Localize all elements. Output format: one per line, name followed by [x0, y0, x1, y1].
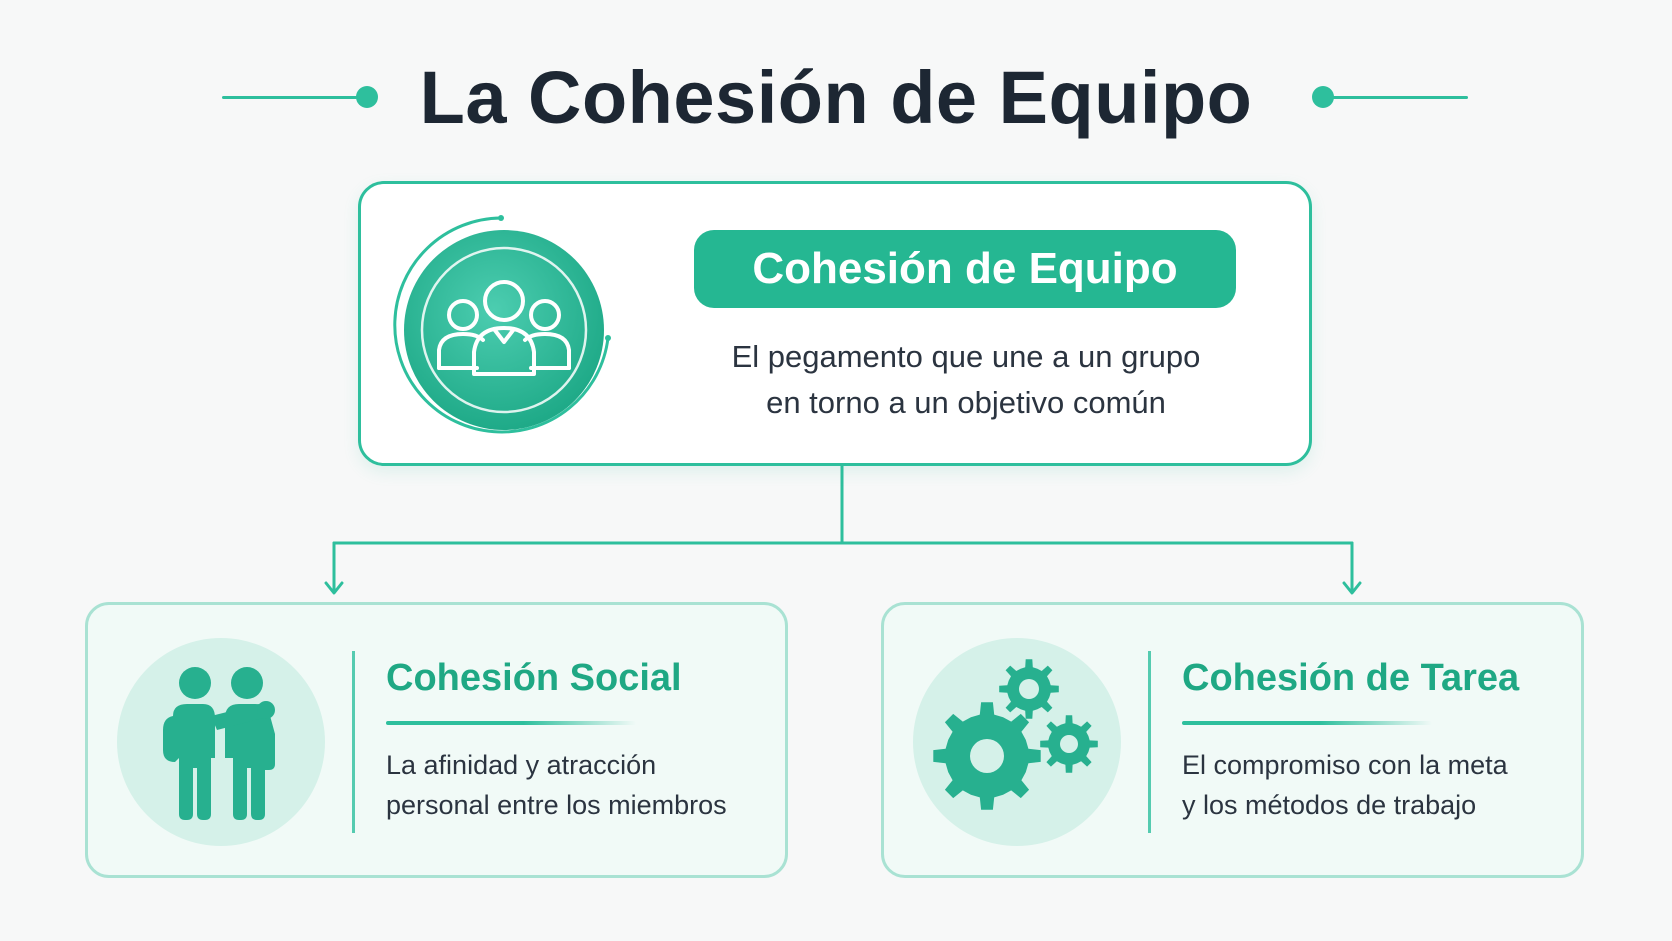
main-description-line-2: en torno a un objetivo común — [766, 385, 1166, 420]
task-cohesion-title: Cohesión de Tarea — [1182, 657, 1520, 699]
social-cohesion-description: La afinidad y atracción personal entre l… — [386, 745, 776, 825]
main-concept-description: El pegamento que une a un grupo en torno… — [661, 334, 1271, 426]
title-dot-left — [356, 86, 378, 108]
page-title: La Cohesión de Equipo — [419, 56, 1253, 139]
social-title-underline — [386, 721, 636, 725]
team-group-icon — [379, 198, 629, 448]
title-row: La Cohesión de Equipo — [0, 48, 1672, 148]
top-gear-icon — [999, 659, 1059, 719]
right-gear-icon — [1040, 715, 1098, 773]
task-divider — [1148, 651, 1151, 833]
task-cohesion-card: Cohesión de Tarea El compromiso con la m… — [881, 602, 1584, 878]
social-divider — [352, 651, 355, 833]
social-description-line-2: personal entre los miembros — [386, 790, 727, 820]
social-cohesion-title: Cohesión Social — [386, 657, 682, 699]
title-line-right — [1330, 96, 1468, 99]
task-title-underline — [1182, 721, 1432, 725]
title-line-left — [222, 96, 360, 99]
social-cohesion-card: Cohesión Social La afinidad y atracción … — [85, 602, 788, 878]
task-description-line-2: y los métodos de trabajo — [1182, 790, 1477, 820]
task-description-line-1: El compromiso con la meta — [1182, 750, 1508, 780]
large-gear-icon — [933, 702, 1041, 810]
task-cohesion-description: El compromiso con la meta y los métodos … — [1182, 745, 1572, 825]
social-description-line-1: La afinidad y atracción — [386, 750, 657, 780]
main-description-line-1: El pegamento que une a un grupo — [731, 339, 1201, 374]
gears-icon — [913, 638, 1121, 846]
main-concept-label: Cohesión de Equipo — [694, 230, 1236, 308]
main-concept-card: Cohesión de Equipo El pegamento que une … — [358, 181, 1312, 466]
title-dot-right — [1312, 86, 1334, 108]
people-embrace-icon — [117, 638, 325, 846]
